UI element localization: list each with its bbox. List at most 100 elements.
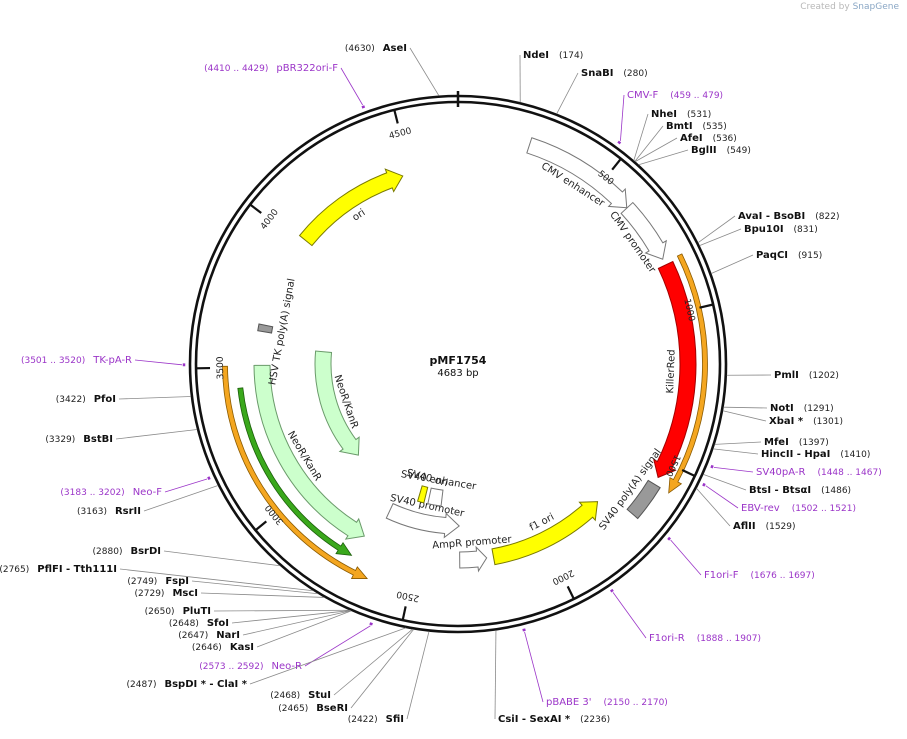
orf-arrow <box>237 387 353 556</box>
site-leader-line <box>333 628 413 696</box>
primer-leader-line <box>612 592 647 639</box>
tick-label: 3500 <box>216 356 226 379</box>
tick-mark <box>611 158 622 171</box>
feature-arrow <box>459 545 488 573</box>
site-label: (3163)RsrII <box>77 506 141 517</box>
primer-leader-line <box>304 625 371 667</box>
plasmid-name: pMF1754 <box>430 354 487 367</box>
primer-mark <box>609 588 614 593</box>
site-label: PaqCI(915) <box>756 250 822 261</box>
site-label: BtsI - BtsαI(1486) <box>749 485 851 496</box>
site-label: XbaI *(1301) <box>769 416 843 427</box>
site-leader-line <box>213 609 350 612</box>
site-leader-line <box>713 448 759 455</box>
feature-label: SV40 ori <box>405 468 449 490</box>
site-leader-line <box>249 627 406 685</box>
leader-line-layer <box>115 47 772 720</box>
site-leader-line <box>200 592 325 598</box>
site-label: AflII(1529) <box>733 521 796 532</box>
site-leader-line <box>723 406 768 409</box>
site-label: (2422)SfiI <box>348 714 404 725</box>
primer-leader-line <box>670 539 702 576</box>
feature-arrow <box>620 201 667 260</box>
feature-arrow <box>526 137 628 209</box>
primer-leader-line <box>134 359 183 366</box>
site-label: (2647)NarI <box>178 630 240 641</box>
primer-leader-line <box>340 67 363 106</box>
site-label: BmtI(535) <box>666 121 727 132</box>
site-label: (2749)FspI <box>127 576 189 587</box>
site-label: (2468)StuI <box>270 690 331 701</box>
feature-label: KillerRed <box>665 349 678 394</box>
orf-arrow <box>668 253 708 494</box>
feature-arrow <box>257 323 274 334</box>
tick-mark <box>254 520 268 532</box>
tick-label: 4500 <box>388 126 413 141</box>
brand-app-name: SnapGene <box>852 2 899 12</box>
feature-arrow <box>416 485 429 504</box>
site-label: (2880)BsrDI <box>93 546 161 557</box>
site-label: CsiI - SexAI *(2236) <box>498 714 610 725</box>
primer-label: (3183 .. 3202)Neo-F <box>60 487 162 498</box>
tick-mark <box>681 469 696 478</box>
primer-label: CMV-F(459 .. 479) <box>627 90 723 101</box>
site-leader-line <box>714 441 762 445</box>
site-leader-line <box>231 610 351 624</box>
site-leader-line <box>242 610 351 636</box>
site-leader-line <box>494 630 497 720</box>
site-leader-line <box>722 410 767 422</box>
tick-mark <box>401 606 407 621</box>
feature-arrow <box>298 168 404 247</box>
site-label: (3329)BstBI <box>45 434 113 445</box>
site-label: (2648)SfoI <box>169 618 229 629</box>
primer-label: EBV-rev(1502 .. 1521) <box>741 503 856 514</box>
plasmid-length: 4683 bp <box>437 368 478 379</box>
tick-mark <box>249 203 262 214</box>
site-leader-line <box>635 137 678 162</box>
site-leader-line <box>163 550 281 567</box>
site-leader-line <box>699 228 742 246</box>
primer-label: F1ori-R(1888 .. 1907) <box>649 633 761 644</box>
site-label: (2465)BseRI <box>278 703 348 714</box>
tick-mark <box>393 109 399 124</box>
site-leader-line <box>191 580 319 595</box>
site-label: (2729)MscI <box>135 588 199 599</box>
primer-label: F1ori-F(1676 .. 1697) <box>704 570 815 581</box>
site-leader-line <box>118 396 191 400</box>
primer-label: (2573 .. 2592)Neo-R <box>199 661 302 672</box>
site-label: NheI(531) <box>651 109 711 120</box>
primer-label: pBABE 3'(2150 .. 2170) <box>546 697 668 708</box>
primer-label: (4410 .. 4429)pBR322ori-F <box>204 63 338 74</box>
site-leader-line <box>256 610 352 648</box>
primer-mark <box>710 464 714 469</box>
feature-arrow <box>253 364 365 540</box>
primer-mark <box>702 482 706 487</box>
site-label: PmlI(1202) <box>774 370 839 381</box>
primer-label: (3501 .. 3520)TK-pA-R <box>21 355 132 366</box>
site-label: NotI(1291) <box>770 403 834 414</box>
tick-mark <box>566 585 575 600</box>
primer-mark <box>361 105 366 109</box>
site-leader-line <box>634 125 664 162</box>
site-leader-line <box>556 72 579 114</box>
site-label: NdeI(174) <box>523 50 583 61</box>
site-leader-line <box>406 631 430 720</box>
site-leader-line <box>119 568 314 592</box>
site-leader-line <box>350 629 414 709</box>
feature-arrow <box>653 260 697 479</box>
site-label: AvaI - BsoBI(822) <box>738 211 839 222</box>
plasmid-backbone <box>188 91 728 634</box>
site-label: MfeI(1397) <box>764 437 829 448</box>
feature-arrow <box>314 350 360 456</box>
site-leader-line <box>115 429 198 440</box>
tick-mark <box>699 303 714 309</box>
primer-mark <box>522 628 526 632</box>
site-label: SnaBI(280) <box>581 68 648 79</box>
feature-arrow <box>385 502 460 539</box>
primer-mark <box>207 476 211 480</box>
site-label: HincII - HpaI(1410) <box>761 449 870 460</box>
site-leader-line <box>633 113 649 161</box>
primer-leader-line <box>164 478 208 493</box>
site-label: (2646)KasI <box>192 642 254 653</box>
